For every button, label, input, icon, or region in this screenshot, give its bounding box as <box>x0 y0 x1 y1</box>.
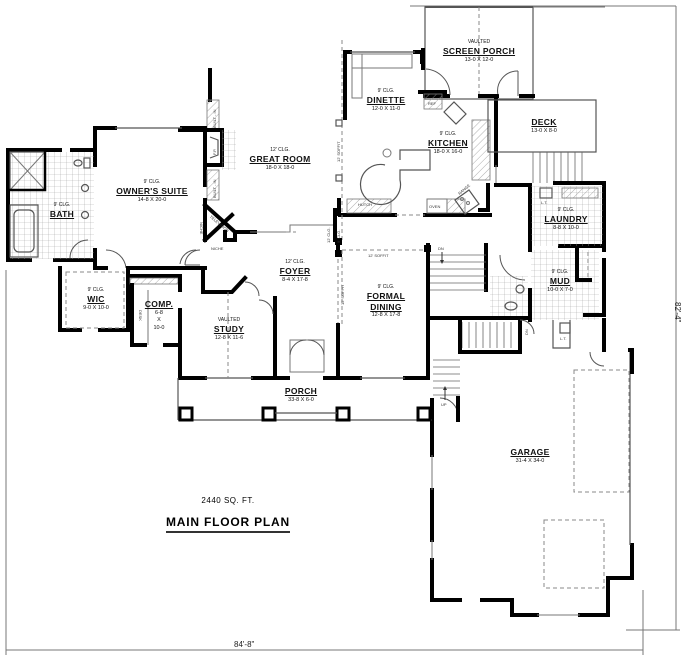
study-name: STUDY <box>213 324 245 334</box>
wic-dims: 9-0 X 10-0 <box>83 304 109 311</box>
desk-label: DESK <box>138 310 143 321</box>
room-foyer: 12' CLG. FOYER 8-4 X 17-8 <box>280 260 311 283</box>
room-study: VAULTED STUDY 12-8 X 11-6 <box>214 318 244 341</box>
front-porch <box>177 378 432 422</box>
overall-width-dimension: 84'-8" <box>234 640 255 649</box>
comp-dims-x: X <box>157 317 161 323</box>
bath <box>6 148 97 262</box>
foyer-name: FOYER <box>279 266 311 276</box>
formal-dining-name-1: FORMAL <box>366 291 406 301</box>
stairs <box>426 243 535 396</box>
mud-ceiling: 9' CLG. <box>551 269 569 275</box>
formal-dining-name-2: DINING <box>370 301 402 312</box>
great-room-dims: 18-0 X 18-0 <box>265 164 295 171</box>
porch-dims: 33-8 X 6-0 <box>288 396 314 403</box>
screen-porch-dims: 13-0 X 12-0 <box>464 56 494 63</box>
square-footage: 2440 SQ. FT. <box>201 496 255 505</box>
foyer-dims: 8-4 X 17-8 <box>282 276 308 283</box>
stair-down-label-2: DN <box>524 329 529 335</box>
kitchen-dims: 18-0 X 16-0 <box>433 148 463 155</box>
dimension-lines <box>5 5 680 655</box>
plan-title: MAIN FLOOR PLAN <box>166 515 290 533</box>
stair-arrows <box>440 252 447 400</box>
comp-dims-h: 10-0 <box>153 324 165 331</box>
hutch-label: HUTCH <box>358 202 372 207</box>
laundry-name: LAUNDRY <box>544 214 588 224</box>
formal-dining <box>335 245 431 380</box>
deck-name: DECK <box>531 117 557 127</box>
walk-in-closet <box>58 266 130 332</box>
dinette-name: DINETTE <box>366 95 406 105</box>
kitchen-dinette <box>335 40 498 240</box>
fireplace-label: F.P. <box>212 148 217 155</box>
garage-name: GARAGE <box>510 447 550 457</box>
soffit-label-1: 12' SOFFIT <box>336 141 341 162</box>
wic-ceiling: 9' CLG. <box>87 287 105 293</box>
ceiling-9-label: 9' CLG. <box>336 229 341 243</box>
laundry-tub-label: L.T. <box>541 200 548 205</box>
room-great-room: 12' CLG. GREAT ROOM 18-0 X 18-0 <box>250 148 311 171</box>
study-note: VAULTED <box>217 317 241 323</box>
owners-suite-ceiling: 9' CLG. <box>143 179 161 185</box>
bath-ceiling: 9' CLG. <box>53 202 71 208</box>
great-room-ceiling: 12' CLG. <box>270 147 290 153</box>
laundry-dims: 8-8 X 10-0 <box>553 224 579 231</box>
soffit-label-3: 12' SOFFIT <box>340 284 345 305</box>
screen-porch-name: SCREEN PORCH <box>442 46 516 56</box>
great-room-name: GREAT ROOM <box>249 154 311 164</box>
niche-label-1: NICHE <box>199 222 204 235</box>
overall-depth-dimension: 82'-4" <box>673 302 682 323</box>
stair-down-label: DN <box>438 246 444 251</box>
room-bath: 9' CLG. BATH <box>50 203 74 219</box>
kitchen-name: KITCHEN <box>428 138 468 148</box>
kitchen-ceiling: 9' CLG. <box>439 131 457 137</box>
room-owners-suite: 9' CLG. OWNER'S SUITE 14-8 X 20-0 <box>116 180 188 203</box>
owners-suite-dims: 14-8 X 20-0 <box>137 196 167 203</box>
comp-dims-w: 6-8 <box>155 309 163 316</box>
stair-up-label: UP <box>441 402 447 407</box>
porch-name: PORCH <box>284 386 318 396</box>
foyer-ceiling: 12' CLG. <box>285 259 305 265</box>
built-in-label-2: BUILT - IN <box>212 179 217 198</box>
comp-name: COMP. <box>144 299 174 309</box>
garage-sink-label: L.T. <box>560 336 567 341</box>
garage-dims: 31-4 X 34-0 <box>515 457 545 464</box>
built-in-label-1: BUILT - IN <box>212 109 217 128</box>
mud-name: MUD <box>549 276 571 286</box>
wic-name: WIC <box>87 294 105 304</box>
room-formal-dining: 9' CLG. FORMAL DINING 12-8 X 17-8 <box>367 285 405 319</box>
room-garage: GARAGE 31-4 X 34-0 <box>510 448 549 464</box>
owners-suite-name: OWNER'S SUITE <box>116 186 188 196</box>
dinette-ceiling: 9' CLG. <box>377 88 395 94</box>
room-laundry: 9' CLG. LAUNDRY 8-8 X 10-0 <box>544 208 587 231</box>
room-mud: 9' CLG. MUD 10-0 X 7-0 <box>547 270 573 293</box>
bath-name: BATH <box>49 209 75 219</box>
title-block: 2440 SQ. FT. MAIN FLOOR PLAN <box>166 496 290 533</box>
formal-dining-dims: 12-8 X 17-8 <box>371 312 401 318</box>
deck <box>487 99 597 183</box>
laundry-mud <box>494 181 606 322</box>
laundry-ceiling: 9' CLG. <box>557 207 575 213</box>
niche-label-2: NICHE <box>211 246 224 251</box>
owners-suite <box>93 126 207 270</box>
refrigerator-label: REF <box>428 101 436 106</box>
room-kitchen: 9' CLG. KITCHEN 18-0 X 16-0 <box>428 132 468 155</box>
mud-dims: 10-0 X 7-0 <box>547 286 573 293</box>
deck-dims: 13-0 X 8-0 <box>531 127 557 134</box>
soffit-label-2: 12' SOFFIT <box>368 253 389 258</box>
great-room <box>178 68 337 243</box>
oven-label: OVEN <box>429 204 441 209</box>
room-wic: 9' CLG. WIC 9-0 X 10-0 <box>83 288 109 311</box>
study-dims: 12-8 X 11-6 <box>214 334 244 341</box>
room-comp: COMP. 6-8 X 10-0 <box>145 300 173 331</box>
room-screen-porch: VAULTED SCREEN PORCH 13-0 X 12-0 <box>443 40 515 63</box>
dinette-dims: 12-0 X 11-0 <box>371 105 401 112</box>
garage <box>430 318 634 617</box>
screen-porch-note: VAULTED <box>467 39 491 45</box>
room-deck: DECK 13-0 X 8-0 <box>531 118 557 134</box>
ceiling-12-label: 12' CLG. <box>326 227 331 243</box>
room-dinette: 9' CLG. DINETTE 12-0 X 11-0 <box>367 89 405 112</box>
formal-dining-ceiling: 9' CLG. <box>377 284 395 290</box>
room-porch: PORCH 33-8 X 6-0 <box>285 387 317 403</box>
